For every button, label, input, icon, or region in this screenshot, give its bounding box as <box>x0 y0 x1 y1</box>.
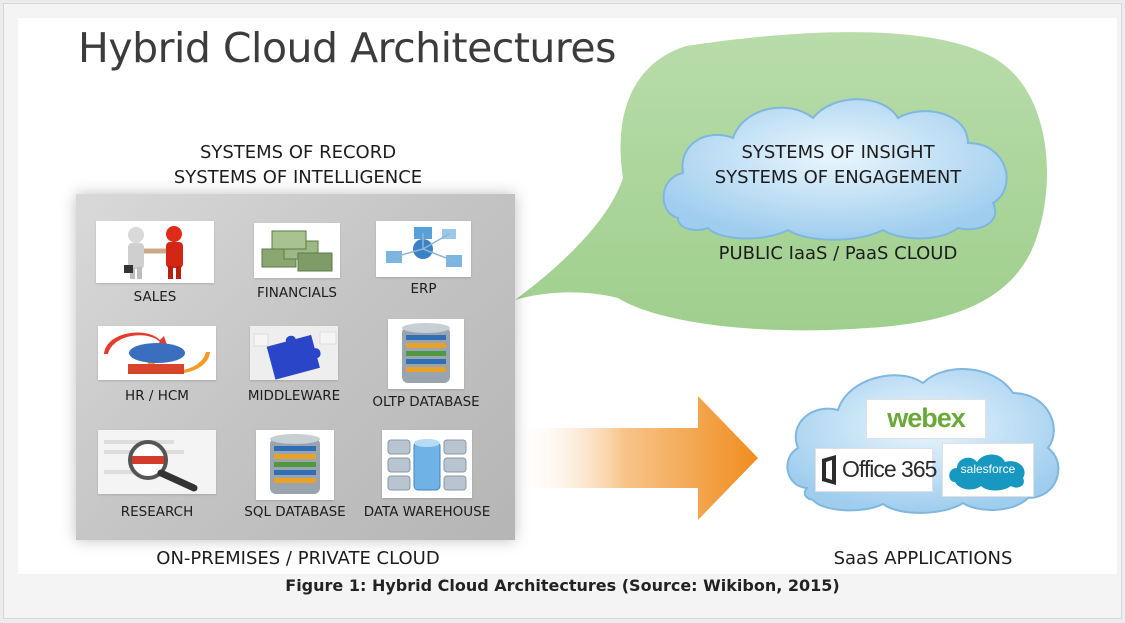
tile-erp: ERP <box>376 221 471 311</box>
money-stack-icon <box>254 223 340 278</box>
tile-label: SALES <box>133 289 177 305</box>
on-premises-label: ON-PREMISES / PRIVATE CLOUD <box>156 548 440 569</box>
office365-logo: Office 365 <box>815 448 937 492</box>
figure-caption: Figure 1: Hybrid Cloud Architectures (So… <box>285 576 840 595</box>
puzzle-icon <box>250 326 338 380</box>
tile-research: RESEARCH <box>98 430 216 525</box>
tile-label: OLTP DATABASE <box>372 394 480 410</box>
tile-label: SQL DATABASE <box>244 504 346 520</box>
tile-label: HR / HCM <box>125 388 189 404</box>
tile-sql-database: SQL DATABASE <box>244 430 346 525</box>
magnifier-icon <box>98 430 216 494</box>
background-shapes <box>515 32 1060 520</box>
salesforce-cloud-icon <box>949 454 1025 491</box>
tile-label: RESEARCH <box>120 504 194 520</box>
heading-systems-of-insight: SYSTEMS OF INSIGHT <box>741 142 935 163</box>
heading-systems-of-record: SYSTEMS OF RECORD <box>199 142 397 163</box>
figure-frame: Hybrid Cloud Architectures SYSTEMS OF RE… <box>3 3 1122 619</box>
tile-label: ERP <box>410 281 437 297</box>
tile-financials: FINANCIALS <box>254 223 340 313</box>
tile-data-warehouse: DATA WAREHOUSE <box>364 430 490 525</box>
database-icon <box>388 319 464 389</box>
slide: Hybrid Cloud Architectures SYSTEMS OF RE… <box>18 18 1117 574</box>
office365-logo-text: Office 365 <box>842 456 937 482</box>
database-icon <box>256 430 334 500</box>
page-title: Hybrid Cloud Architectures <box>78 24 616 72</box>
webex-logo-text: webex <box>887 403 966 433</box>
heading-systems-of-engagement: SYSTEMS OF ENGAGEMENT <box>714 167 962 188</box>
tile-middleware: MIDDLEWARE <box>248 326 340 416</box>
tile-oltp-database: OLTP DATABASE <box>372 319 480 410</box>
saas-applications-label: SaaS APPLICATIONS <box>833 548 1013 569</box>
warehouse-icon <box>382 430 472 498</box>
tile-hr-hcm: HR / HCM <box>98 326 216 416</box>
record-intelligence-heading: SYSTEMS OF RECORD SYSTEMS OF INTELLIGENC… <box>143 140 453 190</box>
public-cloud-label: PUBLIC IaaS / PaaS CLOUD <box>718 243 958 264</box>
migration-arrow <box>515 396 758 520</box>
tile-label: MIDDLEWARE <box>247 388 341 404</box>
insight-cloud <box>662 98 1008 241</box>
tile-label: DATA WAREHOUSE <box>363 504 491 520</box>
tile-label: FINANCIALS <box>257 285 337 301</box>
office-icon <box>822 455 836 485</box>
salesforce-logo-text: salesforce <box>960 462 1016 476</box>
erp-network-icon <box>376 221 471 277</box>
heading-systems-of-intelligence: SYSTEMS OF INTELLIGENCE <box>173 167 423 188</box>
webex-logo: webex <box>866 399 986 439</box>
hr-arrows-icon <box>98 326 216 380</box>
salesforce-logo: salesforce <box>942 443 1034 497</box>
handshake-icon <box>96 221 214 283</box>
insight-engagement-text: SYSTEMS OF INSIGHT SYSTEMS OF ENGAGEMENT <box>688 140 988 190</box>
tile-sales: SALES <box>96 221 214 311</box>
